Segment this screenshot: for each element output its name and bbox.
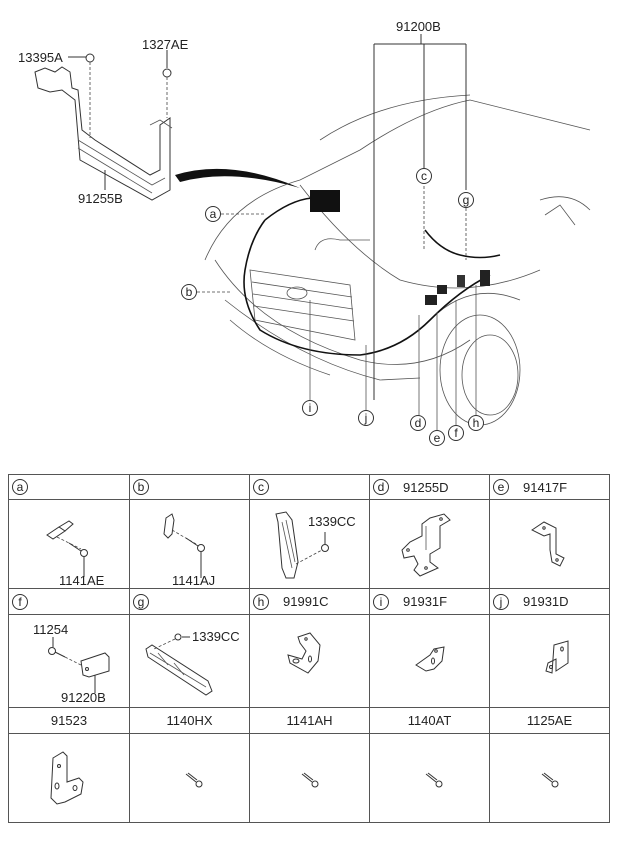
ref-circle-g: g	[133, 593, 149, 610]
callout-1327ae: 1327AE	[142, 37, 189, 52]
bracket-91255d-drawing	[401, 513, 451, 577]
ref-circle-h: h	[253, 593, 269, 610]
table-header-cell-h: h 91991C	[249, 588, 370, 615]
table-header-cell-1140hx: 1140HX	[129, 707, 250, 734]
table-header-cell-d: d 91255D	[369, 474, 490, 500]
callout-a: a	[205, 206, 221, 222]
table-cell-e	[489, 499, 610, 589]
table-body-row: 11254 91220B 1339CC	[8, 614, 610, 708]
table-body-row: 1141AE 1141AJ 1339CC	[8, 499, 610, 589]
part-number: 91417F	[523, 479, 568, 495]
table-cell-1125ae	[489, 733, 610, 823]
part-number-1339cc: 1339CC	[192, 629, 240, 644]
table-cell-h	[249, 614, 370, 708]
screw-icon	[185, 772, 203, 788]
table-cell-j	[489, 614, 610, 708]
bracket-91931f-drawing	[415, 646, 445, 672]
part-number: 91931F	[403, 594, 448, 609]
callout-h: h	[468, 415, 484, 431]
callout-f: f	[448, 425, 464, 441]
table-cell-i	[369, 614, 490, 708]
part-number-1339cc: 1339CC	[308, 514, 356, 529]
table-header-cell-g: g	[129, 588, 250, 615]
table-cell-b: 1141AJ	[129, 499, 250, 589]
table-header-cell-1125ae: 1125AE	[489, 707, 610, 734]
table-cell-c: 1339CC	[249, 499, 370, 589]
part-number: 91931D	[523, 594, 569, 609]
table-header-cell-91523: 91523	[8, 707, 130, 734]
ref-circle-a: a	[12, 479, 28, 495]
table-header-cell-i: i 91931F	[369, 588, 490, 615]
callout-g: g	[458, 192, 474, 208]
table-cell-91523	[8, 733, 130, 823]
bracket-91991c-drawing	[287, 632, 321, 674]
screw-icon	[425, 772, 443, 788]
connector-bracket-drawing	[275, 511, 329, 579]
table-header-row: 91523 1140HX 1141AH 1140AT 1125AE	[8, 707, 610, 734]
table-header-row: a b c d 91255D e 91417F	[8, 474, 610, 500]
table-cell-d	[369, 499, 490, 589]
part-number: 91255D	[403, 479, 449, 495]
table-cell-f: 11254 91220B	[8, 614, 130, 708]
bracket-91931d-drawing	[545, 640, 569, 674]
clip-bolt-drawing	[163, 513, 205, 578]
part-number-1140at: 1140AT	[407, 713, 452, 728]
part-number-1141ah: 1141AH	[286, 713, 333, 728]
ref-circle-e: e	[493, 479, 509, 495]
table-header-cell-e: e 91417F	[489, 474, 610, 500]
table-cell-1141ah	[249, 733, 370, 823]
table-cell-1140hx	[129, 733, 250, 823]
callout-e: e	[429, 430, 445, 446]
callout-c: c	[416, 168, 432, 184]
part-number: 91991C	[283, 594, 329, 609]
callout-d: d	[410, 415, 426, 431]
screw-icon	[301, 772, 319, 788]
part-number-1141ae: 1141AE	[59, 573, 105, 588]
part-number-1141aj: 1141AJ	[172, 573, 216, 588]
table-header-cell-b: b	[129, 474, 250, 500]
ref-circle-j: j	[493, 593, 509, 610]
part-number-1125ae: 1125AE	[526, 713, 573, 728]
bracket-91417f-drawing	[531, 521, 565, 567]
table-cell-a: 1141AE	[8, 499, 130, 589]
table-header-cell-j: j 91931D	[489, 588, 610, 615]
callout-i: i	[302, 400, 318, 416]
table-header-row: f g h 91991C i 91931F j 91931D	[8, 588, 610, 615]
callout-b: b	[181, 284, 197, 300]
callout-91255b: 91255B	[78, 191, 123, 206]
table-header-cell-1141ah: 1141AH	[249, 707, 370, 734]
table-cell-g: 1339CC	[129, 614, 250, 708]
ref-circle-d: d	[373, 479, 389, 495]
bracket-91523-drawing	[50, 751, 84, 805]
part-number-91220b: 91220B	[61, 690, 106, 705]
ref-circle-i: i	[373, 593, 389, 610]
bracket-91255b-drawing	[34, 34, 591, 430]
part-number-11254: 11254	[33, 622, 69, 637]
callout-13395a: 13395A	[18, 50, 63, 65]
table-header-cell-c: c	[249, 474, 370, 500]
table-header-cell-a: a	[8, 474, 130, 500]
table-body-row	[8, 733, 610, 823]
parts-table: a b c d 91255D e 91417F 1141AE	[8, 474, 610, 823]
harness-protector-drawing	[145, 633, 213, 696]
table-header-cell-1140at: 1140AT	[369, 707, 490, 734]
table-header-cell-f: f	[8, 588, 130, 615]
ref-circle-c: c	[253, 479, 269, 495]
table-cell-1140at	[369, 733, 490, 823]
ref-circle-b: b	[133, 479, 149, 495]
ref-circle-f: f	[12, 593, 28, 610]
callout-j: j	[358, 410, 374, 426]
part-number-91523: 91523	[50, 713, 88, 728]
clip-bolt-drawing	[46, 520, 88, 577]
bolt-bracket-drawing	[48, 637, 110, 693]
part-number-1140hx: 1140HX	[166, 713, 213, 728]
screw-icon	[541, 772, 559, 788]
callout-91200b: 91200B	[396, 19, 441, 34]
